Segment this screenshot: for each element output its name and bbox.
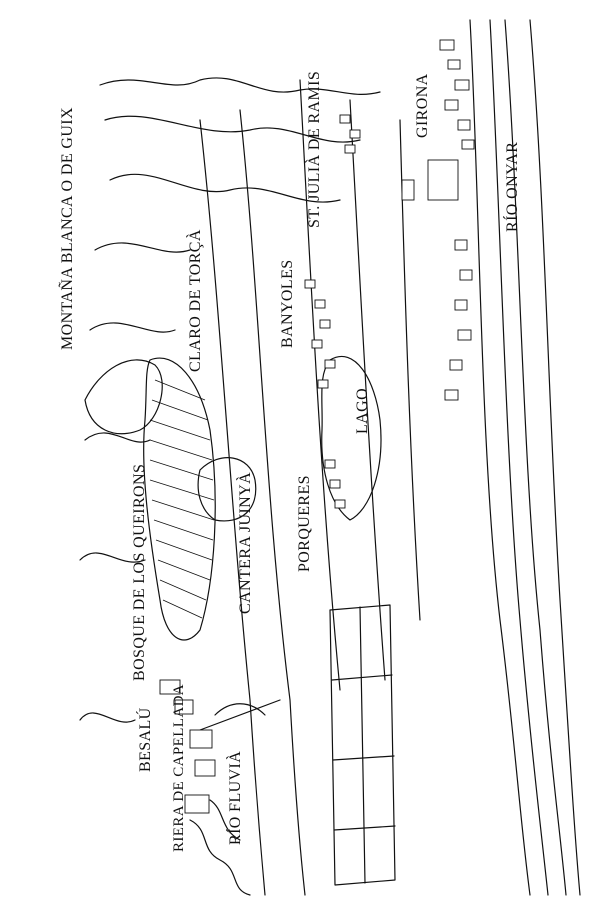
quarry-rock bbox=[197, 457, 257, 522]
label-cantera: CANTERA JUINYÀ bbox=[237, 471, 254, 614]
building bbox=[339, 114, 351, 124]
building bbox=[454, 299, 468, 311]
label-porqueres: PORQUERES bbox=[296, 475, 313, 572]
forest-hatching bbox=[149, 379, 215, 619]
valley-line bbox=[239, 109, 306, 896]
building bbox=[444, 99, 459, 111]
road-line bbox=[504, 19, 567, 896]
building bbox=[319, 319, 331, 329]
label-rio-fluvia: RÍO FLUVIÀ bbox=[227, 750, 244, 845]
building bbox=[457, 119, 471, 131]
building bbox=[459, 269, 473, 281]
ridge-line bbox=[109, 173, 341, 203]
building bbox=[329, 479, 341, 489]
cliff-rock bbox=[84, 359, 163, 435]
ridge-line bbox=[79, 712, 136, 723]
building bbox=[461, 139, 475, 150]
ridge-line bbox=[84, 432, 151, 443]
fields-outline bbox=[329, 604, 396, 886]
building bbox=[184, 794, 210, 814]
label-riera: RIERA DE CAPELLADA bbox=[171, 683, 187, 852]
label-bosque: BOSQUE DE LOS QUEIRONS bbox=[131, 463, 148, 681]
building bbox=[454, 79, 470, 91]
ridge-line bbox=[104, 115, 361, 143]
building bbox=[324, 359, 336, 369]
building bbox=[317, 379, 329, 389]
building bbox=[444, 389, 459, 401]
building bbox=[194, 759, 216, 777]
label-montana: MONTAÑA BLANCA O DE GUIX bbox=[59, 107, 76, 350]
ridge-line bbox=[89, 322, 176, 333]
label-claro: CLARO DE TORÇÀ bbox=[187, 229, 204, 372]
building bbox=[439, 39, 455, 51]
building bbox=[454, 239, 468, 251]
building bbox=[457, 329, 472, 341]
river-fluvia bbox=[189, 819, 251, 896]
ridge-line bbox=[94, 242, 191, 253]
building bbox=[349, 129, 361, 139]
label-girona: GIRONA bbox=[414, 73, 431, 138]
building bbox=[324, 459, 336, 469]
forest-mass bbox=[143, 357, 216, 641]
building bbox=[304, 279, 316, 289]
ridge-line bbox=[79, 552, 146, 563]
bridge-arch bbox=[214, 703, 266, 716]
road-line bbox=[469, 19, 531, 896]
label-banyoles: BANYOLES bbox=[279, 259, 296, 348]
valley-line bbox=[199, 119, 266, 896]
building bbox=[344, 144, 356, 154]
building bbox=[311, 339, 323, 349]
building bbox=[159, 679, 181, 695]
road-line bbox=[489, 19, 549, 896]
building bbox=[447, 59, 461, 70]
ridge-line bbox=[99, 77, 381, 95]
building bbox=[334, 499, 346, 509]
label-besalu: BESALÚ bbox=[137, 707, 154, 772]
road-line bbox=[529, 19, 581, 896]
building bbox=[189, 729, 213, 749]
building bbox=[174, 699, 194, 715]
label-st-julia: ST. JULIÀ DE RAMIS bbox=[306, 70, 323, 228]
label-lago: LAGO bbox=[354, 387, 371, 434]
valley-line bbox=[299, 79, 341, 691]
building bbox=[449, 359, 463, 371]
building bbox=[314, 299, 326, 309]
lake-outline bbox=[321, 355, 382, 521]
label-rio-onyar: RÍO ONYAR bbox=[504, 141, 521, 232]
bell-tower bbox=[401, 179, 415, 201]
valley-line bbox=[349, 99, 386, 681]
cathedral bbox=[427, 159, 459, 201]
